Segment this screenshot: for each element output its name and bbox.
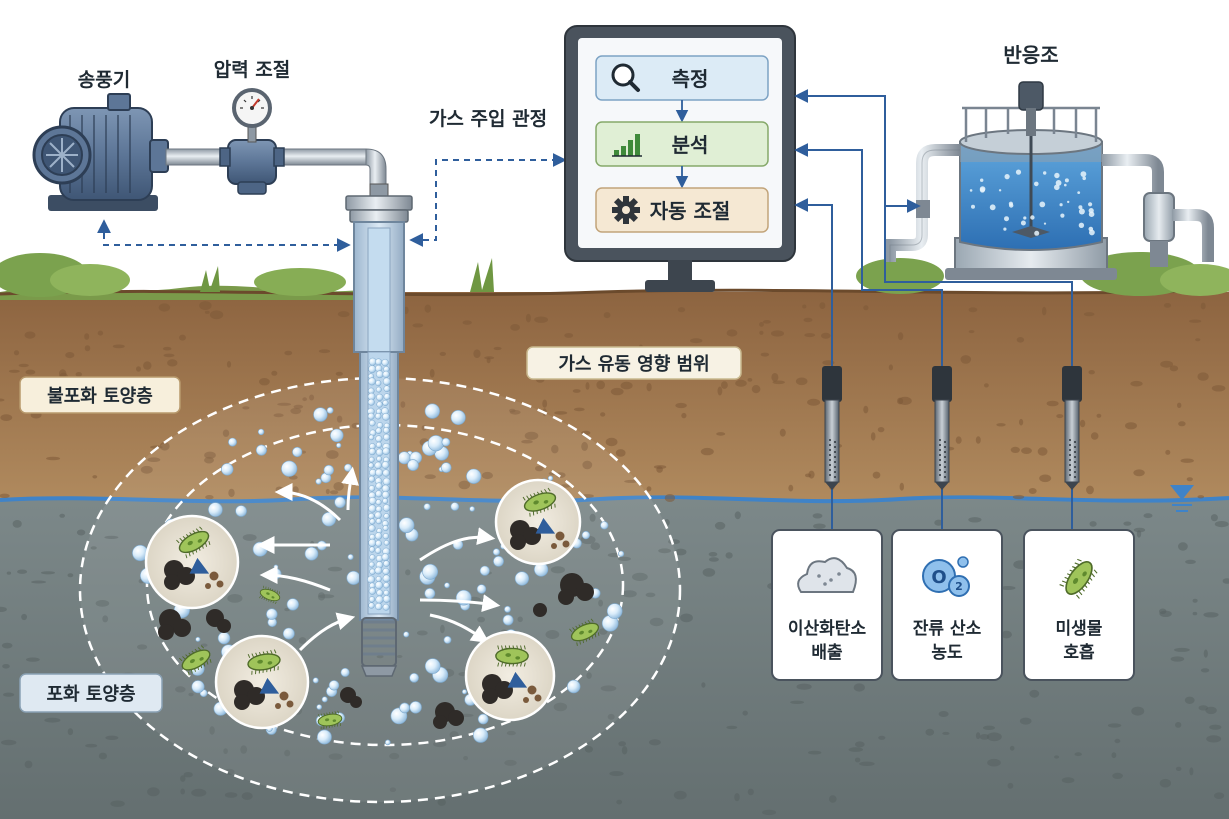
monitor-step-label: 자동 조절 — [650, 199, 731, 223]
sensor-probe — [932, 366, 952, 490]
microbe-icon — [569, 618, 600, 646]
control-signal-lines — [97, 153, 567, 252]
gas-flow-range-tag: 가스 유동 영향 범위 — [526, 346, 742, 380]
microbe-icon — [176, 526, 211, 559]
microbe-icon — [247, 649, 281, 675]
sensor-label-line2: 배출 — [811, 643, 843, 663]
svg-text:O: O — [931, 567, 946, 588]
contaminant-clumps — [158, 573, 594, 729]
monitor-step-1: 측정 — [595, 55, 769, 123]
water-table-symbol — [1170, 485, 1194, 500]
monitor-step-label: 분석 — [672, 133, 709, 157]
unsaturated-soil-layer — [0, 292, 1229, 502]
reactor-label: 반응조 — [1003, 43, 1058, 67]
microbe-icon — [495, 645, 529, 667]
sensor-label-line1: 이산화탄소 — [788, 619, 867, 639]
free-microbes — [179, 585, 600, 730]
svg-text:2: 2 — [955, 580, 963, 593]
microbe-icon — [1059, 558, 1098, 599]
zoom-circle — [464, 630, 556, 722]
monitor-step-3: 자동 조절 — [595, 187, 769, 233]
sensor-label-line1: 미생물 — [1056, 619, 1103, 639]
unsaturated-zone-tag: 불포화 토양층 — [19, 376, 181, 414]
monitor-step-2: 분석 — [595, 121, 769, 189]
svg-text:불포화 토양층: 불포화 토양층 — [47, 386, 153, 407]
saturated-zone-tag: 포화 토양층 — [19, 673, 163, 713]
reactor-pipes — [884, 144, 1214, 267]
bar-chart-icon — [612, 134, 642, 157]
signal-line-monitor — [409, 153, 567, 247]
microbe-icon — [1059, 558, 1098, 599]
injection-well-label: 가스 주입 관정 — [429, 108, 547, 130]
zoom-circle — [144, 514, 240, 610]
microbe-icon — [522, 487, 557, 517]
gas-supply-pipe — [165, 148, 387, 191]
sensor-label-line2: 농도 — [931, 643, 963, 663]
sensor-signal-lines — [794, 89, 1073, 530]
blower-label: 송풍기 — [78, 69, 130, 91]
svg-text:가스 유동 영향 범위: 가스 유동 영향 범위 — [558, 354, 709, 375]
sensor-label-line1: 잔류 산소 — [913, 619, 982, 639]
microbe-icon — [179, 645, 212, 676]
co2-cloud-icon — [797, 557, 857, 593]
sensor-label-line2: 호흡 — [1063, 642, 1095, 663]
vegetation — [0, 252, 1229, 297]
sensor-probes — [822, 366, 1082, 490]
water-table-line — [0, 495, 1229, 504]
zoom-circle — [494, 478, 582, 566]
pressure-regulator — [219, 88, 285, 195]
zoom-circle — [214, 634, 310, 730]
pressure-control-label: 압력 조절 — [214, 59, 291, 81]
reactor-tank — [945, 81, 1117, 280]
monitor-step-label: 측정 — [672, 67, 709, 91]
microbe-icon — [317, 710, 343, 730]
magnifier-icon — [611, 63, 640, 92]
blower — [32, 93, 169, 211]
topsoil-line — [0, 288, 1229, 297]
microbe-icon — [259, 585, 281, 605]
svg-text:포화 토양층: 포화 토양층 — [46, 684, 135, 705]
gear-icon — [612, 196, 640, 224]
injection-well — [345, 183, 413, 677]
microbe-zoom-circles — [144, 478, 582, 730]
sensor-probe — [1062, 366, 1082, 490]
signal-line-blower — [97, 219, 351, 252]
sensor-probe — [822, 366, 842, 490]
gas-dispersion-arrows — [256, 466, 501, 652]
